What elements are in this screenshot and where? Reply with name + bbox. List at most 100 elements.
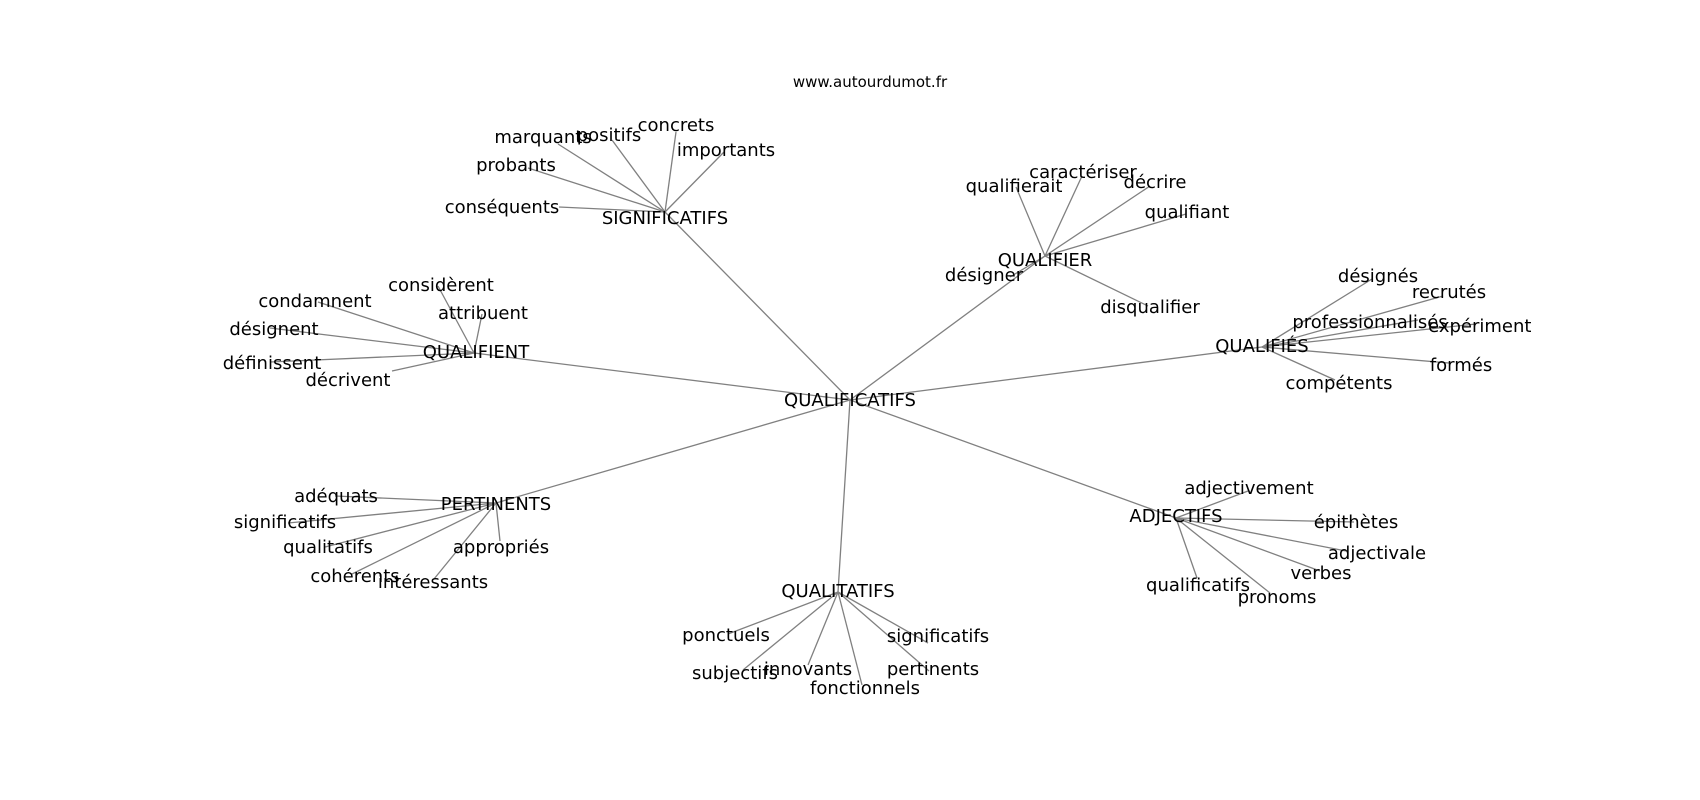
center-word[interactable]: QUALIFICATIFS xyxy=(784,390,916,411)
leaf-word[interactable]: pertinents xyxy=(887,659,979,680)
edge-branch-to-leaf xyxy=(437,285,475,354)
leaf-word[interactable]: conséquents xyxy=(445,197,560,218)
leaf-word[interactable]: caractériser xyxy=(1029,162,1137,183)
edge-branch-to-leaf xyxy=(1044,185,1151,257)
leaf-word[interactable]: pronoms xyxy=(1238,587,1317,608)
edge-branch-to-leaf xyxy=(324,502,497,548)
edge-branch-to-leaf xyxy=(558,206,666,213)
leaf-word[interactable]: considèrent xyxy=(388,275,494,296)
edge-branch-to-leaf xyxy=(1261,346,1450,364)
branch-word[interactable]: SIGNIFICATIFS xyxy=(602,208,728,229)
edge-branch-to-leaf xyxy=(287,502,497,524)
branch-word[interactable]: ADJECTIFS xyxy=(1129,506,1222,527)
leaf-word[interactable]: innovants xyxy=(764,659,852,680)
leaf-word[interactable]: significatifs xyxy=(887,626,989,647)
edge-branch-to-leaf xyxy=(1261,323,1477,348)
leaf-word[interactable]: qualifiant xyxy=(1145,202,1230,223)
edge-branch-to-leaf xyxy=(807,591,839,666)
leaf-word[interactable]: adjectivement xyxy=(1184,478,1313,499)
graph-labels: QUALIFICATIFS SIGNIFICATIFS marquantsposit… xyxy=(223,115,1552,699)
leaf-word[interactable]: recrutés xyxy=(1412,282,1486,303)
edge-branch-to-leaf xyxy=(317,301,475,354)
edge-branch-to-leaf xyxy=(1261,278,1373,348)
edge-branch-to-leaf xyxy=(557,143,666,213)
edge-branch-to-leaf xyxy=(1175,517,1271,594)
edge-branch-to-leaf xyxy=(1261,346,1336,381)
leaf-word[interactable]: cohérents xyxy=(310,566,399,587)
edge-branch-to-leaf xyxy=(1175,490,1249,519)
leaf-word[interactable]: désigner xyxy=(945,265,1024,286)
edge-branch-to-leaf xyxy=(664,151,725,213)
edge-center-to-branch xyxy=(849,399,1177,519)
edge-center-to-branch xyxy=(837,399,851,593)
edge-center-to-branch xyxy=(495,399,851,504)
edge-branch-to-leaf xyxy=(1175,517,1355,523)
edge-branch-to-leaf xyxy=(664,131,677,213)
leaf-word[interactable]: concrets xyxy=(638,115,715,136)
leaf-word[interactable]: désignent xyxy=(229,319,318,340)
edge-branch-to-leaf xyxy=(1261,295,1444,348)
edge-branch-to-leaf xyxy=(1175,517,1347,552)
edge-branch-to-leaf xyxy=(391,352,475,372)
leaf-word[interactable]: intéressants xyxy=(378,572,488,593)
leaf-word[interactable]: compétents xyxy=(1286,373,1393,394)
edge-branch-to-leaf xyxy=(495,502,501,542)
graph-edges xyxy=(269,131,1477,686)
leaf-word[interactable]: ponctuels xyxy=(682,625,770,646)
edge-branch-to-leaf xyxy=(473,313,483,354)
leaf-word[interactable]: qualitatifs xyxy=(283,537,373,558)
leaf-word[interactable]: disqualifier xyxy=(1100,297,1200,318)
edge-branch-to-leaf xyxy=(269,327,475,354)
edge-branch-to-leaf xyxy=(1015,186,1046,257)
edge-branch-to-leaf xyxy=(1175,517,1198,579)
leaf-word[interactable]: condamnent xyxy=(258,291,371,312)
leaf-word[interactable]: fonctionnels xyxy=(810,678,920,699)
edge-center-to-branch xyxy=(664,211,851,401)
edge-branch-to-leaf xyxy=(1044,255,1149,307)
branch-word[interactable]: QUALIFIENT xyxy=(423,342,530,363)
leaf-word[interactable]: appropriés xyxy=(453,537,549,558)
branch-word[interactable]: QUALITATIFS xyxy=(781,581,894,602)
site-watermark: www.autourdumot.fr xyxy=(793,73,948,91)
branch-word[interactable]: QUALIFIER xyxy=(998,250,1093,271)
edge-center-to-branch xyxy=(473,352,851,401)
edge-branch-to-leaf xyxy=(351,502,497,575)
leaf-word[interactable]: significatifs xyxy=(234,512,336,533)
leaf-word[interactable]: adéquats xyxy=(294,486,378,507)
leaf-word[interactable]: verbes xyxy=(1290,563,1351,584)
leaf-word[interactable]: attribuent xyxy=(438,303,528,324)
leaf-word[interactable]: formés xyxy=(1430,355,1492,376)
leaf-word[interactable]: positifs xyxy=(577,125,642,146)
leaf-word[interactable]: qualificatifs xyxy=(1146,575,1250,596)
edge-branch-to-leaf xyxy=(742,591,839,671)
leaf-word[interactable]: marquants xyxy=(494,127,591,148)
leaf-word[interactable]: expérimentés xyxy=(1428,316,1552,337)
edge-branch-to-leaf xyxy=(334,495,497,504)
leaf-word[interactable]: épithètes xyxy=(1314,512,1399,533)
edge-branch-to-leaf xyxy=(837,591,929,644)
edge-branch-to-leaf xyxy=(1261,319,1419,348)
leaf-word[interactable]: adjectivale xyxy=(1328,543,1426,564)
leaf-word[interactable]: professionnalisés xyxy=(1292,312,1447,333)
edge-branch-to-leaf xyxy=(1044,213,1187,257)
edge-branch-to-leaf xyxy=(433,502,497,580)
edge-branch-to-leaf xyxy=(837,591,930,672)
edge-branch-to-leaf xyxy=(1009,255,1046,278)
edge-branch-to-leaf xyxy=(727,591,839,635)
leaf-word[interactable]: décrivent xyxy=(306,370,391,391)
edge-branch-to-leaf xyxy=(1175,517,1321,572)
leaf-word[interactable]: qualifierait xyxy=(966,176,1063,197)
leaf-word[interactable]: définissent xyxy=(223,353,322,374)
edge-branch-to-leaf xyxy=(1044,175,1083,257)
edge-center-to-branch xyxy=(849,255,1046,401)
branch-word[interactable]: QUALIFIÉS xyxy=(1215,335,1308,357)
branch-word[interactable]: PERTINENTS xyxy=(441,494,551,515)
edge-center-to-branch xyxy=(849,346,1263,401)
leaf-word[interactable]: désignés xyxy=(1338,266,1418,287)
leaf-word[interactable]: importants xyxy=(677,140,775,161)
leaf-word[interactable]: subjectifs xyxy=(692,663,778,684)
edge-branch-to-leaf xyxy=(611,139,666,213)
leaf-word[interactable]: probants xyxy=(476,155,556,176)
leaf-word[interactable]: décrire xyxy=(1124,172,1187,193)
